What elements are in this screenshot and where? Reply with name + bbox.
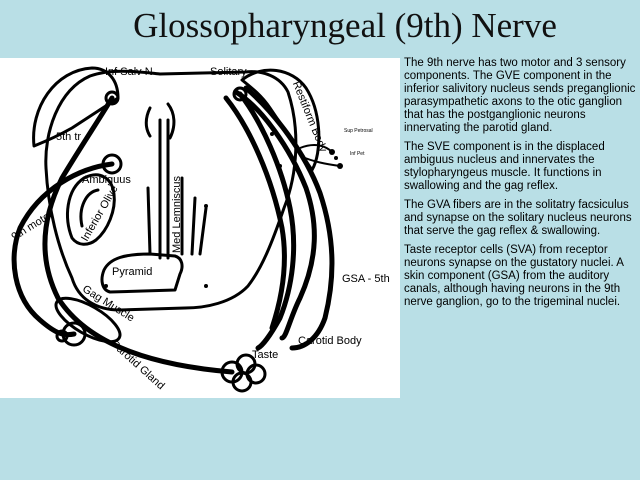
label-gsa-5th: GSA - 5th [342,273,390,285]
label-solitary: Solitary [210,66,247,78]
gsa-fiber [233,89,317,341]
afferent-fiber-3 [223,95,287,331]
pyramid-outline [100,252,184,294]
brainstem-diagram: Inf Salv N Solitary Restiform Body 5th t… [0,58,400,398]
paragraph-gva: The GVA fibers are in the solitatry facs… [404,199,632,237]
label-taste: Taste [252,349,279,361]
label-inf-pet: Inf Pet [350,151,365,157]
description-panel: The 9th nerve has two motor and 3 sensor… [404,57,636,315]
label-sup-petrosal: Sup Petrosal [344,128,373,134]
label-pyramid: Pyramid [112,266,153,278]
ninth-motor-fiber [11,161,115,338]
gve-fiber [42,95,235,375]
right-cap [240,68,321,172]
left-cap [32,66,120,148]
paragraph-sve: The SVE component is in the displaced am… [404,141,605,192]
inferior-olive [66,173,116,246]
slide-title: Glossopharyngeal (9th) Nerve [133,6,557,45]
label-inf-salv-n: Inf Salv N [105,66,153,78]
taste-fiber [237,91,297,351]
inf-salv-nucleus [104,90,120,106]
label-fifth-tr: 5th tr [56,131,82,143]
label-med-lemniscus: Med Lemniscus [171,175,183,253]
label-carotid-body: Carotid Body [298,335,362,347]
paragraph-taste-gsa: Taste receptor cells (SVA) from receptor… [404,244,624,308]
label-ambiguus: Ambiguus [82,174,131,186]
solitary-nucleus [232,86,248,102]
paragraph-motor-sensory: The 9th nerve has two motor and 3 sensor… [404,57,636,134]
medulla-illustration [11,66,343,393]
carotid-fiber [243,85,335,351]
